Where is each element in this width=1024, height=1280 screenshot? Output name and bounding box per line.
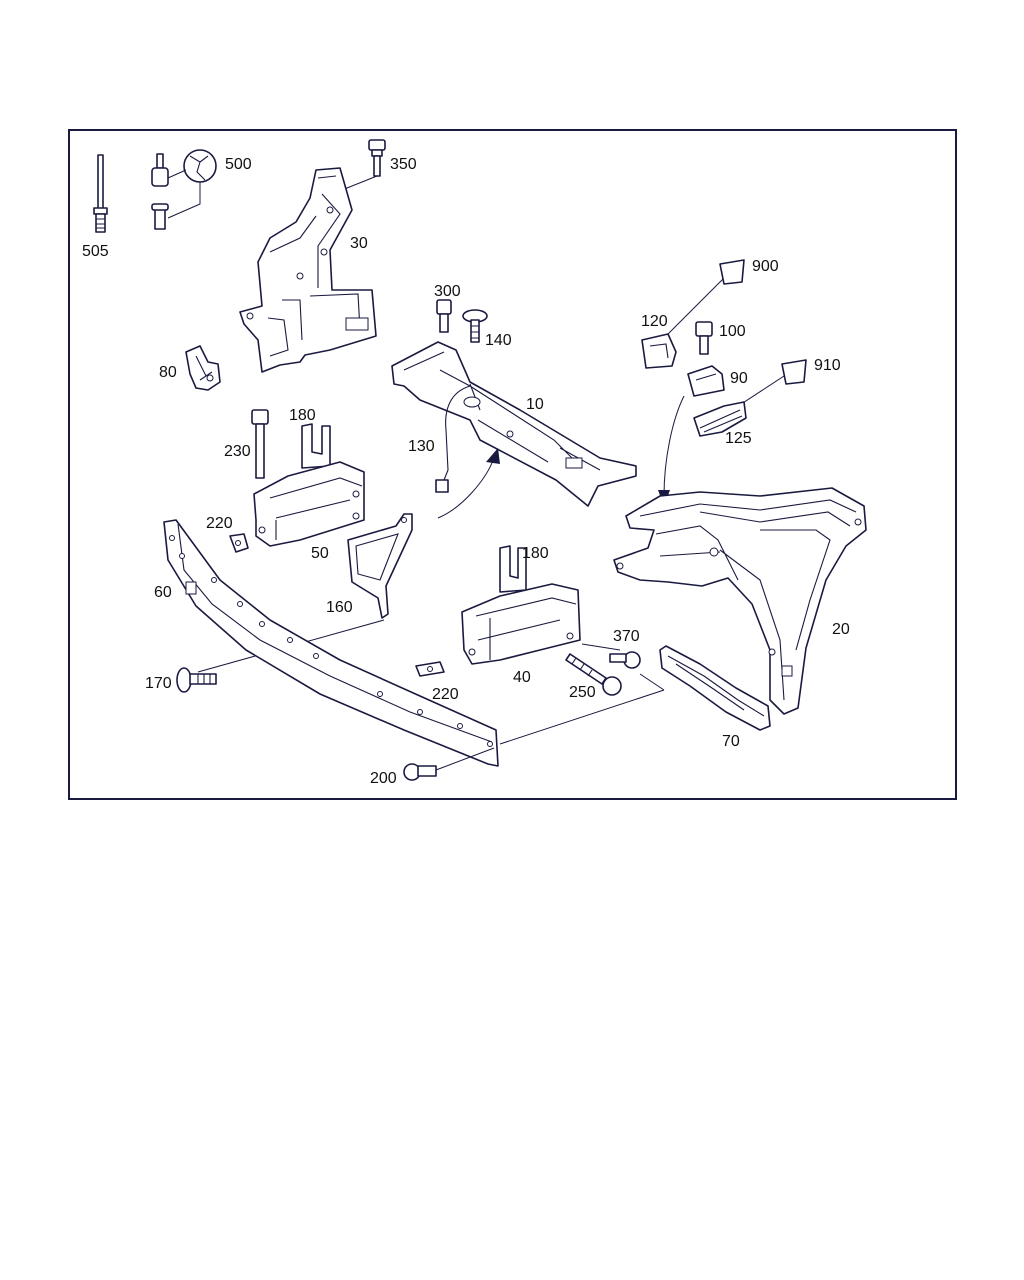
label-120: 120: [641, 313, 668, 330]
crossmember-10: [391, 341, 637, 507]
diagram-frame: [68, 129, 957, 800]
label-180-upper: 180: [289, 407, 316, 424]
arrow-130-to-10: [437, 448, 500, 519]
arrow-to-20: [658, 395, 685, 506]
cable-130: [435, 385, 471, 493]
frame-member-70: [499, 645, 771, 745]
label-125: 125: [725, 430, 752, 447]
tag-900: [719, 259, 745, 285]
cover-125: [693, 401, 747, 437]
label-500: 500: [225, 156, 252, 173]
clip-120: [641, 275, 727, 369]
bolt-350: [341, 139, 386, 191]
bumper-beam-60: [163, 519, 499, 767]
label-60: 60: [154, 584, 172, 601]
label-220-upper: 220: [206, 515, 233, 532]
label-20: 20: [832, 621, 850, 638]
bolt-505: [93, 154, 108, 233]
bracket-30: [239, 167, 377, 373]
label-505: 505: [82, 243, 109, 260]
clip-90: [687, 365, 725, 397]
label-80: 80: [159, 364, 177, 381]
label-40: 40: [513, 669, 531, 686]
screw-140: [462, 309, 488, 343]
clip-220-lower: [415, 661, 445, 677]
bolt-230: [251, 409, 269, 479]
bracket-40: [461, 583, 581, 665]
label-230: 230: [224, 443, 251, 460]
label-900: 900: [752, 258, 779, 275]
label-350: 350: [390, 156, 417, 173]
clip-220-upper: [229, 533, 249, 553]
bolt-200: [403, 747, 495, 781]
label-90: 90: [730, 370, 748, 387]
label-910: 910: [814, 357, 841, 374]
side-frame-20: [613, 487, 867, 715]
label-220-lower: 220: [432, 686, 459, 703]
bracket-180-lower: [499, 545, 527, 593]
label-50: 50: [311, 545, 329, 562]
label-250: 250: [569, 684, 596, 701]
clip-80: [185, 345, 221, 391]
label-160: 160: [326, 599, 353, 616]
bolt-100: [695, 321, 713, 355]
bolt-370: [581, 643, 641, 669]
label-200: 200: [370, 770, 397, 787]
label-70: 70: [722, 733, 740, 750]
label-10: 10: [526, 396, 544, 413]
bracket-50: [253, 461, 365, 547]
label-30: 30: [350, 235, 368, 252]
label-180-lower: 180: [522, 545, 549, 562]
label-140: 140: [485, 332, 512, 349]
label-100: 100: [719, 323, 746, 340]
bracket-180-upper: [301, 423, 331, 469]
label-300: 300: [434, 283, 461, 300]
label-130: 130: [408, 438, 435, 455]
bolt-500: [151, 153, 169, 230]
label-170: 170: [145, 675, 172, 692]
bolt-250: [565, 653, 622, 696]
wrench-icon: [167, 149, 217, 219]
label-370: 370: [613, 628, 640, 645]
screw-170: [176, 667, 217, 693]
bolt-300: [436, 299, 452, 333]
